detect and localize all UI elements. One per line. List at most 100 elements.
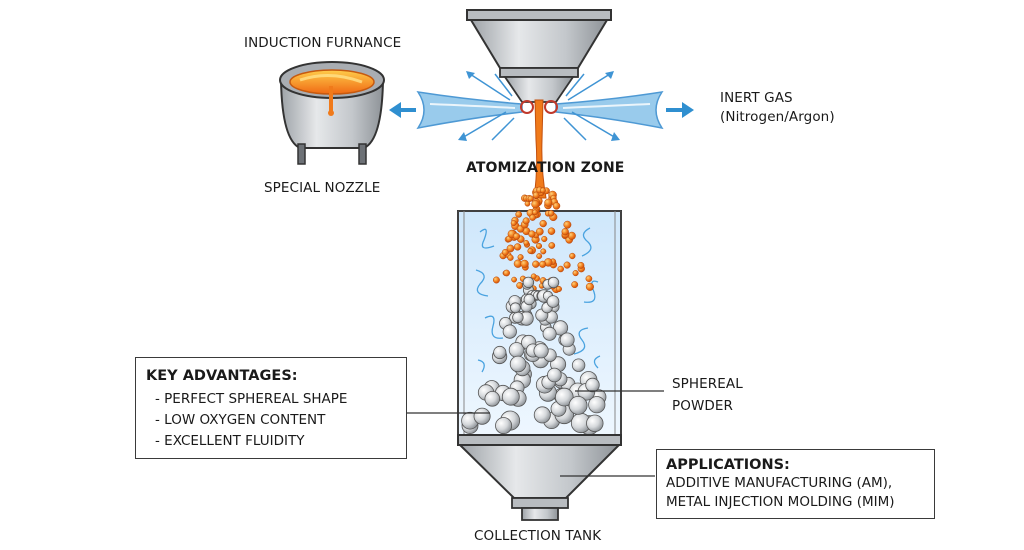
powder-sphere bbox=[547, 276, 560, 289]
gas-flow-arrow-left bbox=[389, 102, 416, 118]
molten-droplet bbox=[557, 265, 564, 273]
molten-droplet bbox=[530, 273, 537, 280]
gas-flow-arrow-right bbox=[666, 102, 694, 118]
molten-droplet bbox=[528, 230, 536, 238]
advantage-item: - EXCELLENT FLUIDITY bbox=[155, 433, 305, 449]
powder-sphere bbox=[571, 358, 586, 372]
molten-droplet bbox=[536, 253, 543, 260]
molten-droplet bbox=[529, 214, 536, 221]
application-item: METAL INJECTION MOLDING (MIM) bbox=[666, 494, 895, 510]
powder-sphere bbox=[546, 295, 560, 308]
molten-droplet bbox=[527, 248, 534, 254]
applications-title: APPLICATIONS: bbox=[666, 457, 790, 473]
molten-droplet bbox=[517, 254, 524, 261]
label-inert-gas: INERT GAS bbox=[720, 90, 793, 106]
molten-droplet bbox=[531, 200, 540, 209]
molten-droplet bbox=[563, 220, 572, 229]
molten-droplet bbox=[547, 227, 556, 235]
molten-droplet bbox=[567, 231, 576, 240]
molten-droplet bbox=[527, 195, 534, 202]
molten-droplet bbox=[516, 282, 524, 289]
powder-sphere bbox=[501, 387, 520, 406]
powder-sphere bbox=[523, 293, 536, 306]
molten-droplet bbox=[510, 220, 517, 227]
molten-metal-stream bbox=[533, 99, 547, 199]
molten-droplet bbox=[503, 269, 510, 277]
applications-box: APPLICATIONS: ADDITIVE MANUFACTURING (AM… bbox=[656, 449, 935, 519]
molten-droplet bbox=[535, 242, 543, 250]
molten-droplet bbox=[522, 217, 530, 225]
label-atomization-zone: ATOMIZATION ZONE bbox=[466, 160, 625, 176]
powder-sphere bbox=[484, 390, 501, 407]
molten-droplet bbox=[541, 235, 548, 243]
advantage-item: - LOW OXYGEN CONTENT bbox=[155, 412, 326, 428]
powder-particles bbox=[461, 186, 607, 436]
molten-droplet bbox=[520, 259, 529, 269]
powder-sphere bbox=[588, 396, 606, 414]
gas-jet-right bbox=[555, 91, 664, 130]
molten-droplet bbox=[511, 276, 517, 283]
melt-funnel bbox=[466, 9, 612, 103]
molten-droplet bbox=[555, 285, 562, 293]
advantage-item: - PERFECT SPHEREAL SHAPE bbox=[155, 391, 348, 407]
powder-sphere bbox=[522, 276, 535, 289]
molten-droplet bbox=[585, 275, 593, 283]
molten-droplet bbox=[507, 254, 514, 261]
powder-sphere bbox=[559, 332, 575, 348]
molten-droplet bbox=[539, 187, 546, 194]
application-item: ADDITIVE MANUFACTURING (AM), bbox=[666, 475, 893, 491]
powder-sphere bbox=[493, 345, 507, 360]
powder-sphere bbox=[547, 367, 562, 383]
molten-droplet bbox=[572, 270, 579, 277]
nozzle-orifice bbox=[520, 100, 558, 114]
molten-droplet bbox=[571, 281, 579, 289]
molten-droplet bbox=[547, 210, 555, 217]
collection-hopper bbox=[457, 434, 622, 521]
powder-sphere bbox=[586, 414, 604, 433]
molten-droplet bbox=[506, 244, 515, 253]
gas-jet-left bbox=[416, 91, 523, 130]
powder-sphere bbox=[510, 302, 521, 314]
molten-droplet bbox=[540, 248, 547, 255]
powder-sphere bbox=[533, 343, 549, 359]
molten-droplet bbox=[585, 282, 594, 291]
induction-furnace bbox=[279, 61, 385, 165]
molten-droplet bbox=[539, 219, 547, 228]
key-advantages-box: KEY ADVANTAGES: - PERFECT SPHEREAL SHAPE… bbox=[135, 357, 407, 459]
key-advantages-title: KEY ADVANTAGES: bbox=[146, 368, 298, 384]
powder-sphere bbox=[512, 311, 524, 324]
molten-droplet bbox=[492, 276, 500, 284]
powder-sphere bbox=[585, 377, 600, 393]
molten-droplet bbox=[535, 227, 544, 236]
molten-droplet bbox=[561, 228, 569, 236]
gas-spray-arrowheads bbox=[458, 71, 620, 141]
molten-droplet bbox=[532, 209, 538, 216]
molten-droplet bbox=[539, 260, 547, 268]
molten-droplet bbox=[513, 243, 522, 251]
powder-sphere bbox=[533, 406, 551, 424]
molten-droplet bbox=[523, 239, 530, 246]
powder-sphere bbox=[554, 387, 574, 407]
molten-droplet bbox=[577, 261, 585, 269]
molten-droplet bbox=[512, 232, 521, 240]
molten-droplet bbox=[563, 261, 571, 269]
powder-sphere bbox=[502, 324, 517, 339]
label-sphereal-powder-2: POWDER bbox=[672, 398, 734, 414]
molten-droplet bbox=[501, 248, 509, 256]
molten-droplet bbox=[532, 260, 540, 268]
molten-droplet bbox=[515, 211, 523, 218]
molten-droplet bbox=[548, 242, 556, 249]
powder-sphere bbox=[495, 417, 513, 435]
powder-sphere bbox=[542, 326, 557, 341]
label-collection-tank: COLLECTION TANK bbox=[474, 528, 602, 544]
molten-droplet bbox=[569, 252, 576, 260]
label-induction-furnance: INDUCTION FURNANCE bbox=[244, 35, 402, 51]
label-special-nozzle: SPECIAL NOZZLE bbox=[264, 180, 381, 196]
powder-sphere bbox=[509, 355, 527, 373]
powder-sphere bbox=[473, 407, 491, 425]
molten-droplet bbox=[544, 198, 553, 207]
molten-droplet bbox=[552, 202, 561, 210]
powder-sphere bbox=[568, 395, 588, 415]
gas-swirls bbox=[475, 227, 601, 373]
